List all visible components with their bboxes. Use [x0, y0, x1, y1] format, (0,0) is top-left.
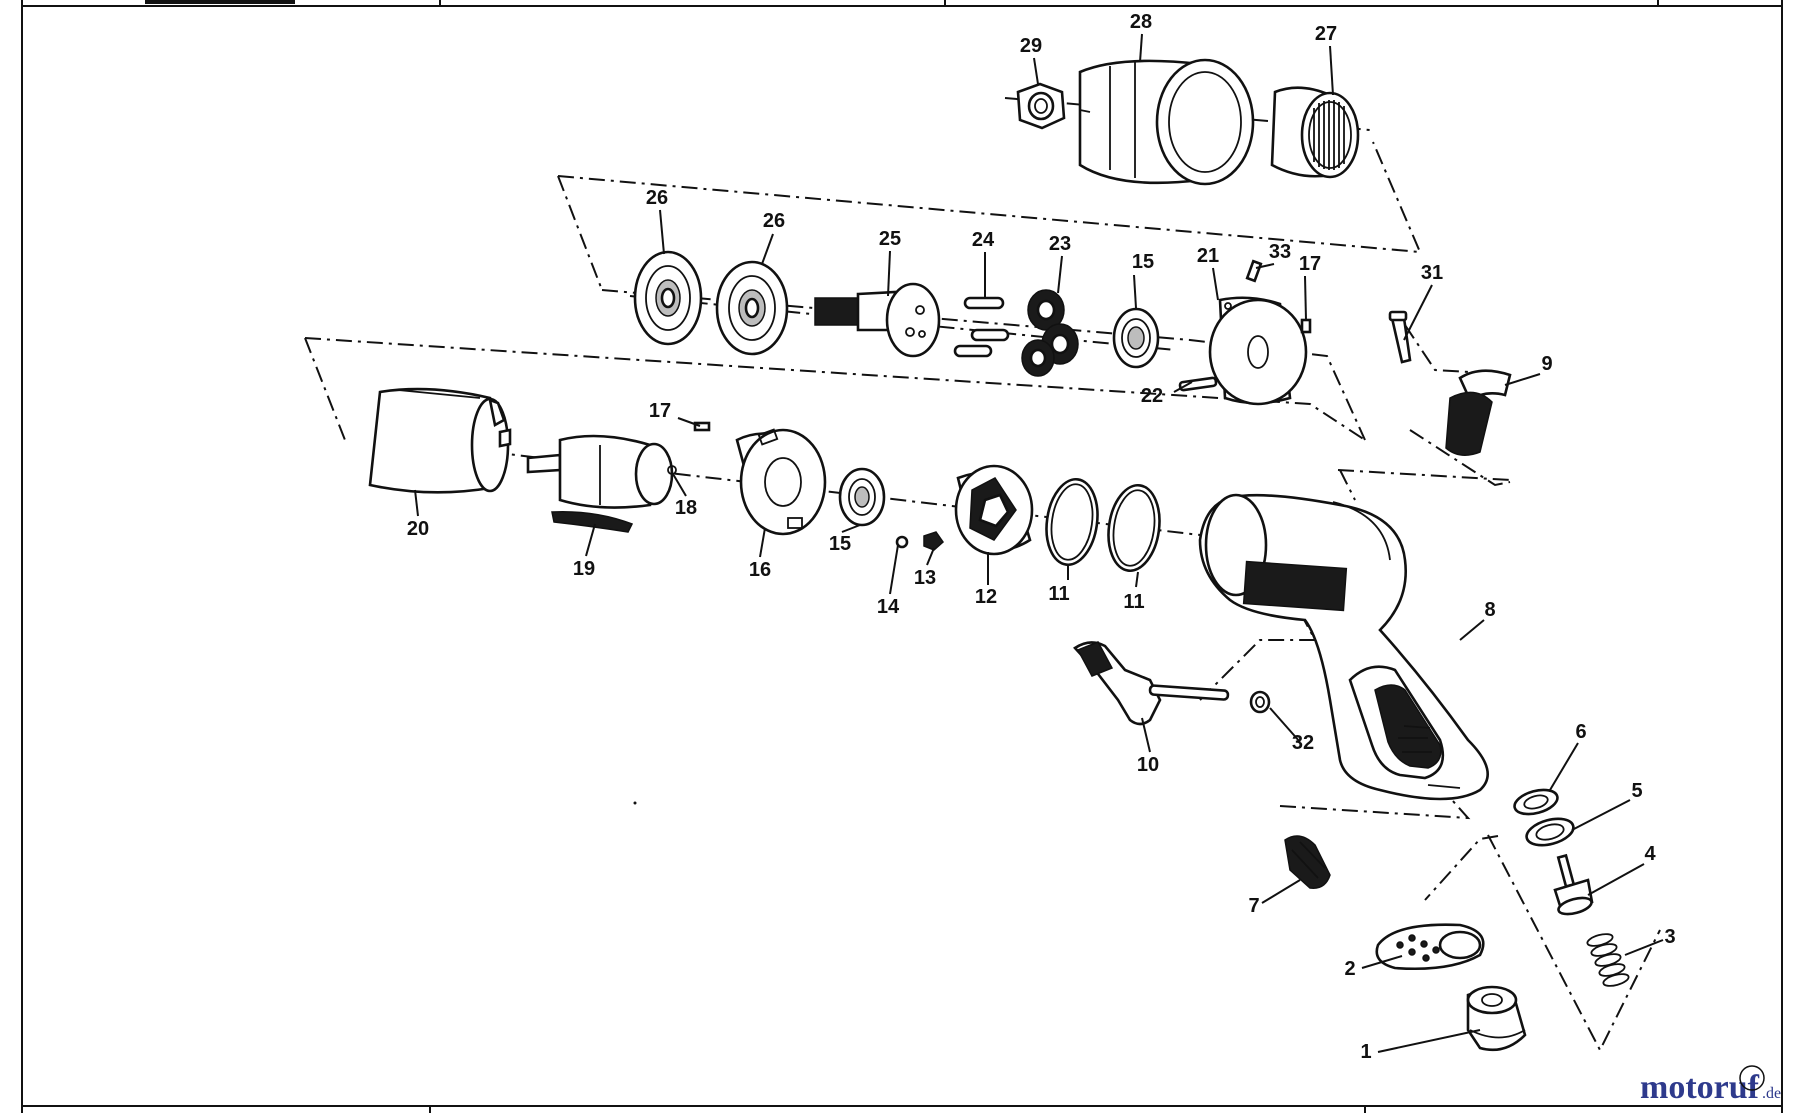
part-17-pin-top — [1300, 318, 1312, 334]
part-23-planet-gears — [1021, 289, 1079, 377]
callout-27: 27 — [1315, 23, 1337, 45]
part-26-bearing-a — [633, 250, 703, 346]
part-28-ring-gear-housing — [1078, 58, 1255, 186]
part-9-reverse-lever — [1445, 369, 1512, 456]
stray-dot — [633, 801, 637, 805]
part-1-inlet-bushing — [1466, 985, 1527, 1052]
part-20-cylinder-housing — [368, 387, 512, 494]
watermark-brand: motoruf — [1640, 1069, 1760, 1106]
part-26-bearing-b — [715, 260, 789, 356]
watermark-ext: .de — [1762, 1085, 1781, 1102]
part-10-trigger — [1073, 641, 1230, 726]
ring-gear-teeth — [1313, 100, 1345, 170]
callout-14: 14 — [877, 596, 900, 618]
sheet-frame — [21, 0, 1783, 1113]
callout-20: 20 — [407, 518, 429, 540]
callout-29: 29 — [1020, 35, 1042, 57]
part-17-pin-left — [693, 421, 711, 432]
callout-32: 32 — [1292, 732, 1314, 754]
part-3-spring — [1586, 933, 1630, 987]
callout-28: 28 — [1130, 11, 1152, 33]
part-6-washer — [1513, 788, 1559, 816]
callout-25: 25 — [879, 228, 901, 250]
callout-3: 3 — [1664, 926, 1675, 948]
callout-13: 13 — [914, 567, 936, 589]
part-25-planet-carrier — [814, 282, 941, 358]
part-19-vane — [551, 511, 634, 533]
callout-11: 11 — [1123, 591, 1144, 613]
part-5-seal — [1525, 817, 1575, 847]
callout-10: 10 — [1137, 754, 1159, 776]
part-24-pins — [953, 296, 1010, 358]
part-15-bearing-low — [838, 467, 886, 527]
callout-18: 18 — [675, 497, 697, 519]
callout-16: 16 — [749, 559, 771, 581]
part-7-filter-screen — [1284, 835, 1331, 889]
callout-21: 21 — [1197, 245, 1219, 267]
callout-24: 24 — [972, 229, 995, 251]
callout-17: 17 — [1299, 253, 1321, 275]
part-21-end-plate — [1208, 296, 1308, 406]
part-4-valve-stem — [1553, 853, 1594, 916]
part-8-housing — [1198, 493, 1489, 801]
watermark-logo: motoruf .de — [1640, 1065, 1781, 1106]
callout-31: 31 — [1421, 262, 1443, 284]
part-11-o-ring-b — [1107, 483, 1161, 573]
callout-6: 6 — [1575, 721, 1586, 743]
callout-5: 5 — [1631, 780, 1642, 802]
part-14-ball — [895, 535, 909, 549]
callout-15: 15 — [1132, 251, 1154, 273]
callout-19: 19 — [573, 558, 595, 580]
callout-33: 33 — [1269, 241, 1291, 263]
part-18-rotor — [526, 434, 677, 509]
part-12-regulator — [954, 464, 1034, 556]
callout-22: 22 — [1141, 385, 1163, 407]
part-32-washer — [1249, 690, 1271, 714]
callout-11: 11 — [1048, 583, 1069, 605]
copyright-icon — [1739, 1065, 1765, 1091]
callout-26: 26 — [646, 187, 668, 209]
part-22-pin — [1178, 376, 1218, 392]
part-11-o-ring-a — [1045, 477, 1099, 567]
leader-lines — [414, 33, 1664, 1053]
callout-8: 8 — [1484, 599, 1495, 621]
callout-15: 15 — [829, 533, 851, 555]
part-33-pin — [1245, 259, 1263, 283]
part-29-nut — [1016, 82, 1066, 130]
callout-7: 7 — [1248, 895, 1259, 917]
part-13-valve — [923, 531, 944, 551]
callout-1: 1 — [1360, 1041, 1371, 1063]
callout-23: 23 — [1049, 233, 1071, 255]
callout-26: 26 — [763, 210, 785, 232]
callout-12: 12 — [975, 586, 997, 608]
callout-2: 2 — [1344, 958, 1355, 980]
callout-4: 4 — [1644, 843, 1656, 865]
part-2-exhaust-deflector — [1375, 923, 1485, 971]
callout-9: 9 — [1541, 353, 1552, 375]
part-31-screw — [1388, 310, 1412, 364]
part-15-bearing-top — [1112, 307, 1160, 369]
callout-17: 17 — [649, 400, 671, 422]
part-16-front-plate — [735, 428, 827, 536]
part-27-ring-gear — [1270, 86, 1360, 179]
